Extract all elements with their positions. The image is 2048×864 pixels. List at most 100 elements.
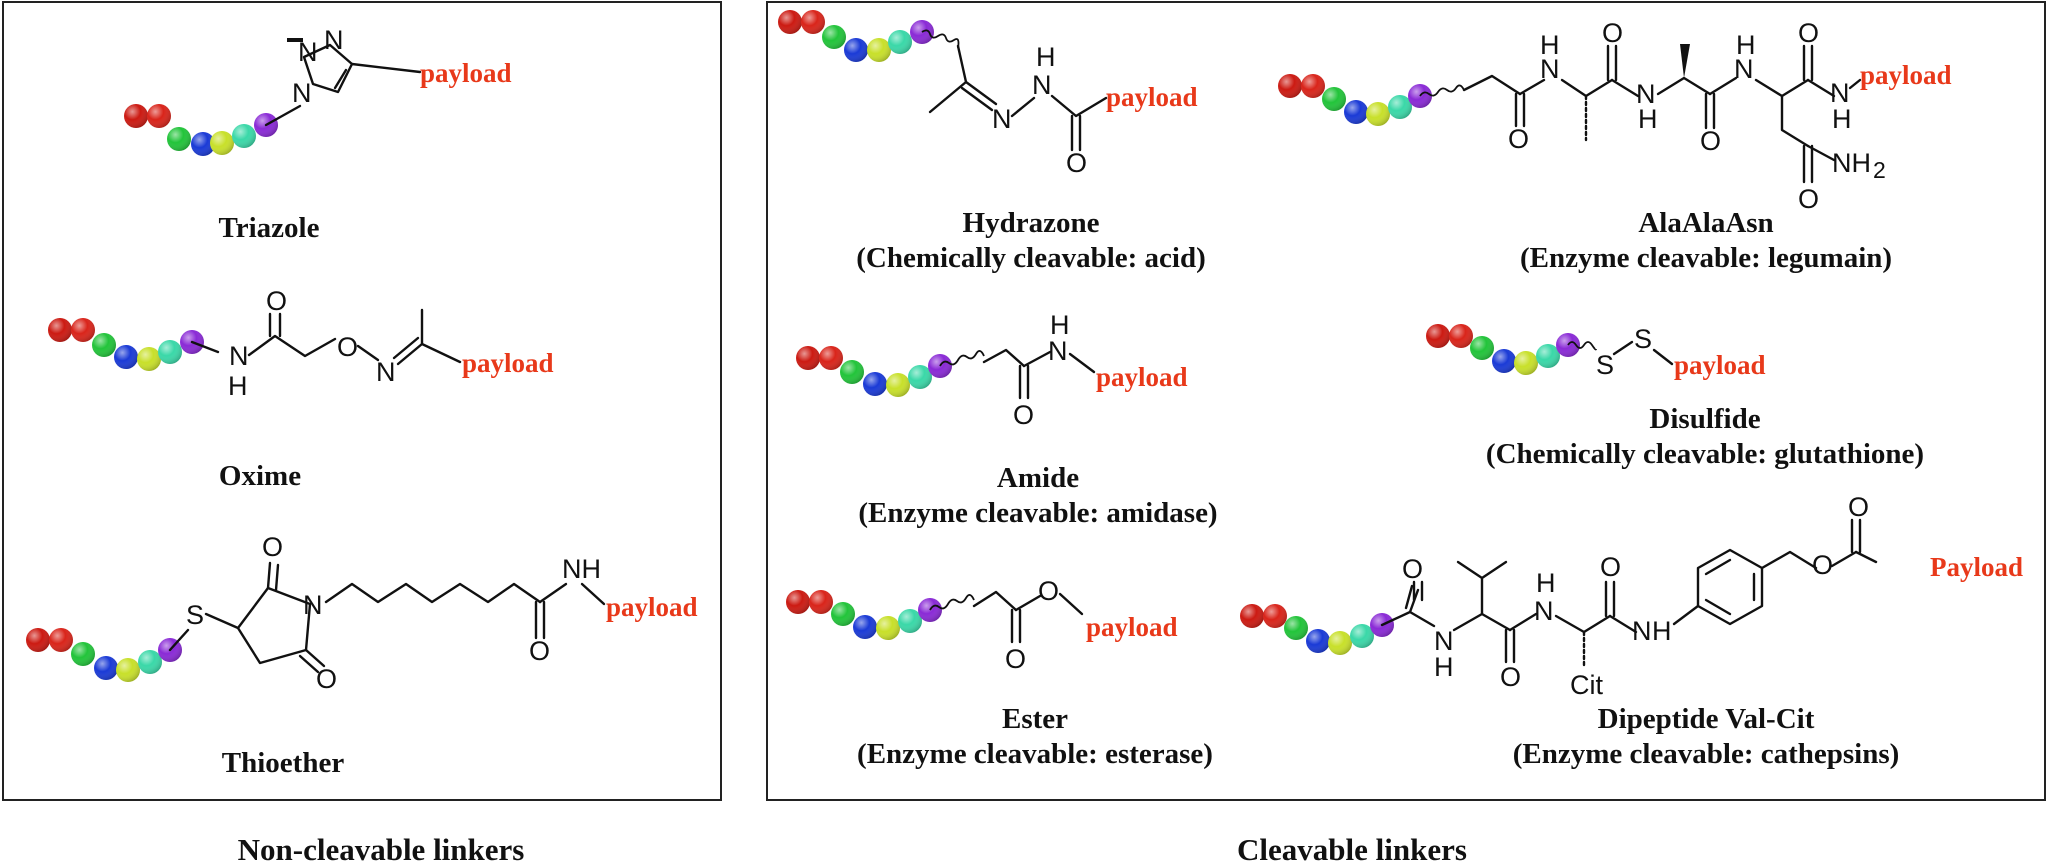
atom-h: H — [1832, 104, 1852, 134]
atom-o: O — [1402, 554, 1423, 584]
atom-o: O — [1500, 662, 1521, 692]
bead-shading — [114, 345, 138, 369]
bead-shading — [867, 38, 891, 62]
bead-shading — [801, 10, 825, 34]
atom-o: O — [1013, 400, 1034, 430]
atom-s: S — [186, 600, 204, 630]
atom-o: O — [1848, 492, 1869, 522]
atom-h: H — [1434, 652, 1454, 682]
bead-shading — [840, 360, 864, 384]
bead-shading — [167, 127, 191, 151]
bead-shading — [1514, 351, 1538, 375]
atom-s: S — [1596, 350, 1614, 380]
caption-thioether: Thioether — [222, 747, 345, 779]
payload-label: payload — [1106, 82, 1198, 112]
bead-chain — [1240, 604, 1394, 655]
atom-n: N — [1632, 616, 1652, 646]
bead-shading — [1344, 100, 1368, 124]
bead-shading — [1366, 102, 1390, 126]
atom-n: N — [1434, 626, 1454, 656]
bead-shading — [1328, 631, 1352, 655]
bead-shading — [138, 650, 162, 674]
bead-chain — [1426, 324, 1580, 375]
bead-shading — [1263, 604, 1287, 628]
payload-label: payload — [1860, 60, 1952, 90]
atom-n: N — [324, 25, 344, 55]
alaalaasn-structure: O N H O N H O N H O N H payload O NH 2 A… — [1278, 18, 1952, 274]
atom-nh: N — [1830, 78, 1850, 108]
bead-shading — [863, 372, 887, 396]
bead-shading — [809, 590, 833, 614]
bead-shading — [778, 10, 802, 34]
subcaption-ester: (Enzyme cleavable: esterase) — [857, 738, 1213, 770]
amide-structure: O N H payload Amide (Enzyme cleavable: a… — [796, 310, 1218, 529]
bead-shading — [94, 656, 118, 680]
bead-shading — [92, 333, 116, 357]
bead-shading — [876, 616, 900, 640]
atom-o: O — [316, 664, 337, 694]
atom-o: O — [1798, 184, 1819, 214]
bead-shading — [853, 615, 877, 639]
bead-shading — [191, 132, 215, 156]
atom-h: H — [1638, 104, 1658, 134]
caption-alaalaasn: AlaAlaAsn — [1638, 207, 1773, 239]
bead-shading — [1470, 336, 1494, 360]
ester-structure: O O payload Ester (Enzyme cleavable: est… — [786, 576, 1213, 770]
bead-shading — [1240, 604, 1264, 628]
non-cleavable-panel — [2, 1, 722, 801]
subcaption-amide: (Enzyme cleavable: amidase) — [858, 497, 1217, 529]
hydrazone-structure: N N H O payload Hydrazone (Chemically cl… — [778, 10, 1206, 274]
atom-o: O — [1700, 126, 1721, 156]
atom-o: O — [1602, 18, 1623, 48]
bead-shading — [49, 628, 73, 652]
bead-shading — [1426, 324, 1450, 348]
atom-h: H — [1536, 568, 1556, 598]
atom-nh: N — [1540, 54, 1560, 84]
atom-h: H — [1652, 616, 1672, 646]
atom-h: H — [1036, 42, 1056, 72]
caption-amide: Amide — [997, 462, 1079, 494]
subcaption-disulfide: (Chemically cleavable: glutathione) — [1486, 438, 1924, 470]
bead-shading — [819, 346, 843, 370]
atom-n: N — [1636, 79, 1656, 109]
payload-label: payload — [420, 58, 512, 88]
atom-o: O — [1798, 18, 1819, 48]
caption-triazole: Triazole — [219, 212, 320, 244]
atom-o: O — [529, 636, 550, 666]
caption-disulfide: Disulfide — [1649, 403, 1760, 435]
caption-ester: Ester — [1002, 703, 1068, 735]
bead-shading — [26, 628, 50, 652]
bead-shading — [1492, 349, 1516, 373]
atom-nh: N — [1734, 54, 1754, 84]
payload-label: payload — [1096, 362, 1188, 392]
atom-n: N — [229, 341, 249, 371]
atom-n: N — [376, 357, 396, 387]
section-label-cleavable: Cleavable linkers — [1237, 832, 1467, 864]
payload-label: payload — [606, 592, 698, 622]
bead-chain — [124, 104, 278, 156]
atom-cit: Cit — [1570, 670, 1603, 700]
section-label-non-cleavable: Non-cleavable linkers — [238, 832, 525, 864]
caption-oxime: Oxime — [219, 460, 301, 492]
bead-shading — [1350, 624, 1374, 648]
oxime-structure: N H O O N payload Oxime — [48, 286, 554, 492]
bead-shading — [796, 346, 820, 370]
atom-n: N — [992, 104, 1012, 134]
bead-shading — [48, 318, 72, 342]
bead-shading — [898, 609, 922, 633]
bead-shading — [831, 602, 855, 626]
bead-chain — [1278, 74, 1432, 126]
atom-o: O — [266, 286, 287, 316]
atom-o: O — [1600, 552, 1621, 582]
bead-shading — [147, 104, 171, 128]
bead-chain — [796, 346, 952, 397]
thioether-structure: S O O N O NH payload Thioether — [26, 532, 698, 779]
atom-n: N — [1048, 336, 1068, 366]
caption-valcit: Dipeptide Val-Cit — [1598, 703, 1815, 735]
bead-shading — [116, 658, 140, 682]
payload-label: payload — [1674, 350, 1766, 380]
bead-shading — [232, 124, 256, 148]
bead-shading — [158, 340, 182, 364]
payload-label: payload — [462, 348, 554, 378]
